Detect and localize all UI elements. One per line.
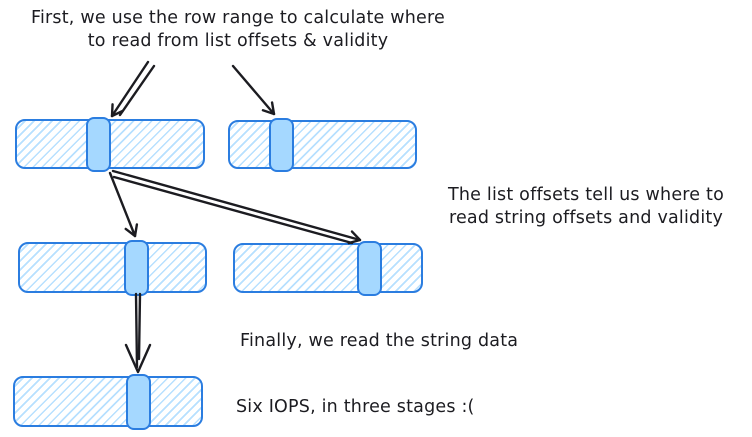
highlight-segment-5 — [126, 374, 151, 430]
highlight-segment-2 — [269, 118, 294, 172]
highlight-segment-3 — [124, 240, 149, 296]
arrow-stage1-to-right-bar — [231, 64, 276, 116]
array-bar-string-validity-right — [233, 241, 423, 296]
stage2-annotation-line1: The list offsets tell us where to — [448, 185, 724, 205]
highlight-segment-1 — [86, 117, 111, 172]
highlight-segment-4 — [357, 241, 382, 296]
arrow-stage2-to-left-bar — [108, 171, 139, 238]
stage2-annotation: The list offsets tell us where to read s… — [420, 184, 752, 230]
stage1-annotation-line1: First, we use the row range to calculate… — [30, 8, 446, 28]
arrow-stage3-to-string-data — [124, 292, 152, 374]
stage1-annotation-line2: to read from list offsets & validity — [87, 31, 389, 51]
summary-annotation: Six IOPS, in three stages :( — [236, 397, 475, 417]
array-bar-list-offsets-left — [15, 117, 205, 172]
stage2-annotation-line2: read string offsets and validity — [448, 208, 724, 228]
stage3-annotation: Finally, we read the string data — [240, 331, 519, 351]
array-bar-list-validity-right — [228, 118, 417, 172]
array-bar-string-data — [13, 374, 203, 430]
array-bar-string-offsets-left — [18, 240, 207, 296]
stage1-annotation: First, we use the row range to calculate… — [8, 7, 468, 53]
arrow-stage2-to-right-bar — [111, 169, 362, 245]
arrow-stage1-to-left-bar — [110, 60, 156, 118]
